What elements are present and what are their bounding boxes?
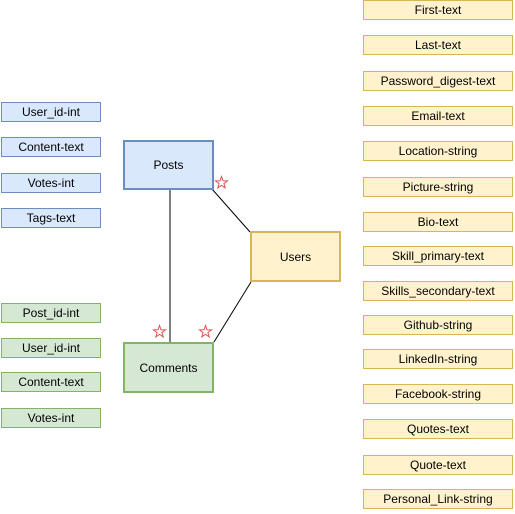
comments-field: Content-text	[1, 372, 101, 392]
users-entity[interactable]: Users	[250, 231, 341, 282]
star-marker-posts-users	[214, 174, 229, 190]
posts-users-connector	[211, 188, 251, 233]
users-field: Facebook-string	[363, 384, 513, 404]
comments-field: Post_id-int	[1, 303, 101, 323]
users-field: Quote-text	[363, 455, 513, 475]
users-field: First-text	[363, 0, 513, 20]
users-field: Location-string	[363, 141, 513, 161]
users-field: Bio-text	[363, 212, 513, 232]
users-field: Personal_Link-string	[363, 489, 513, 509]
users-field: Email-text	[363, 106, 513, 126]
comments-entity[interactable]: Comments	[123, 342, 214, 393]
posts-entity[interactable]: Posts	[123, 140, 214, 190]
users-field: Github-string	[363, 315, 513, 335]
users-field: Last-text	[363, 35, 513, 55]
users-field: Skill_primary-text	[363, 246, 513, 266]
users-field: Picture-string	[363, 177, 513, 197]
comments-field: Votes-int	[1, 408, 101, 428]
users-comments-connector	[213, 281, 252, 343]
posts-field: Content-text	[1, 137, 101, 157]
users-field: Skills_secondary-text	[363, 281, 513, 301]
posts-field: User_id-int	[1, 102, 101, 122]
star-marker-comments-users	[198, 323, 213, 339]
star-marker-comments-posts	[152, 323, 167, 339]
users-field: Password_digest-text	[363, 71, 513, 91]
comments-field: User_id-int	[1, 338, 101, 358]
posts-field: Votes-int	[1, 173, 101, 193]
users-field: Quotes-text	[363, 419, 513, 439]
posts-field: Tags-text	[1, 208, 101, 228]
users-field: LinkedIn-string	[363, 349, 513, 369]
